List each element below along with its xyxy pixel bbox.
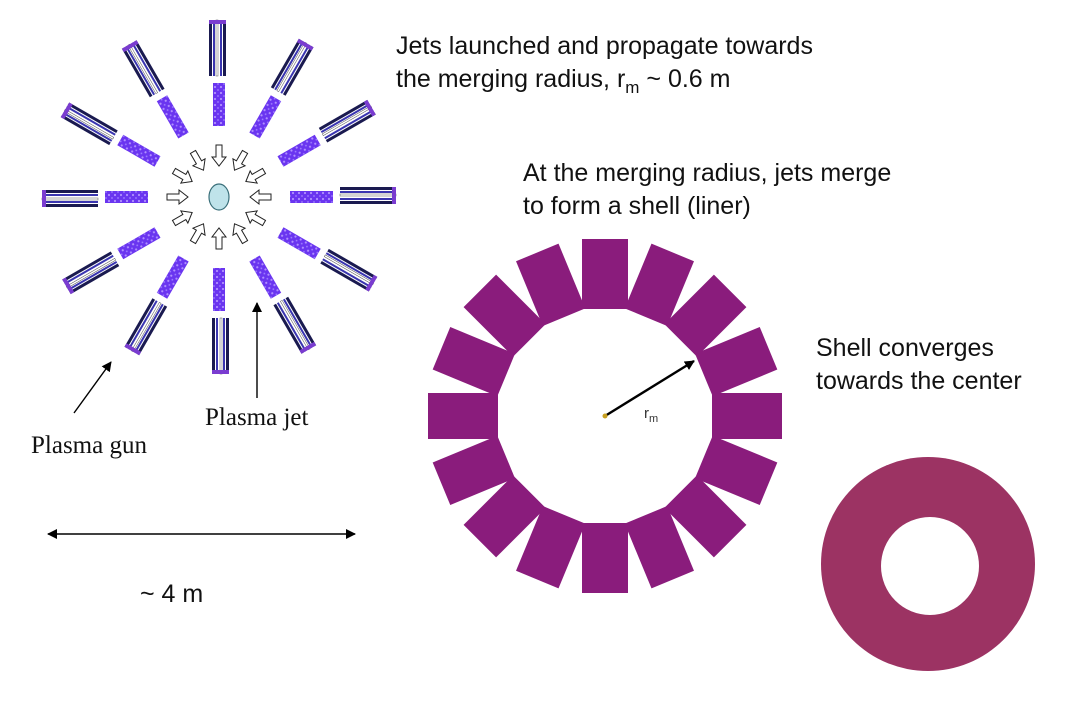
plasma-gun — [121, 40, 165, 98]
plasma-jet — [249, 255, 282, 299]
plasma-jet — [156, 255, 189, 299]
plasma-gun — [318, 99, 376, 143]
liner-segment — [432, 327, 515, 397]
plasma-gun-unit — [62, 210, 193, 295]
plasma-jet-label: Plasma jet — [205, 404, 309, 431]
shell-caption-line2: towards the center — [816, 367, 1022, 395]
plasma-gun — [62, 251, 120, 295]
liner-segment — [624, 506, 694, 589]
ring-center-dot — [602, 413, 608, 419]
liner-segment — [432, 435, 515, 505]
plasma-gun-unit — [232, 38, 314, 171]
inward-flow-arrow — [210, 144, 228, 167]
plasma-jet — [277, 134, 321, 167]
plasma-gun-unit — [232, 223, 317, 354]
inward-flow-arrow — [232, 149, 249, 171]
jets-caption-line2: the merging radius, rm ~ 0.6 m — [396, 65, 731, 97]
plasma-gun — [60, 102, 118, 146]
liner-segment — [582, 239, 628, 309]
plasma-gun — [339, 187, 397, 204]
inward-flow-arrow — [210, 227, 228, 250]
merge-caption: At the merging radius, jets merge to for… — [523, 157, 891, 223]
plasma-gun-pointer — [73, 361, 112, 414]
inward-flow-arrow — [189, 223, 206, 245]
plasma-gun — [273, 296, 317, 354]
inward-flow-arrow — [171, 167, 193, 184]
merge-caption-line1: At the merging radius, jets merge — [523, 159, 892, 187]
plasma-gun-unit — [209, 19, 228, 167]
plasma-gun-unit — [245, 210, 378, 292]
liner-segment — [695, 327, 778, 397]
plasma-gun-unit — [121, 40, 206, 171]
inward-flow-arrow — [171, 210, 193, 227]
inward-flow-arrow — [249, 188, 272, 206]
plasma-gun-label: Plasma gun — [31, 432, 147, 459]
inward-flow-arrow — [232, 223, 249, 245]
plasma-gun — [270, 38, 314, 96]
shell-hollow-center — [881, 517, 979, 615]
liner-segment — [516, 506, 586, 589]
jets-caption-line1: Jets launched and propagate towards — [396, 32, 813, 60]
plasma-jet — [105, 191, 148, 203]
plasma-gun-unit — [245, 99, 376, 184]
plasma-jet — [290, 191, 333, 203]
plasma-gun-unit — [124, 223, 206, 356]
plasma-jet — [213, 83, 225, 126]
liner-segment — [624, 243, 694, 326]
plasma-jet — [249, 95, 282, 139]
liner-segment — [463, 274, 546, 357]
inward-flow-arrow — [245, 167, 267, 184]
inward-flow-arrow — [245, 210, 267, 227]
rm-label: rm — [644, 405, 658, 425]
central-target — [208, 183, 230, 211]
plasma-gun-unit — [60, 102, 193, 184]
plasma-gun-unit — [249, 187, 397, 206]
plasma-jet — [117, 134, 161, 167]
liner-segment — [695, 435, 778, 505]
plasma-jet — [213, 268, 225, 311]
inward-flow-arrow — [166, 188, 189, 206]
plasma-gun-unit — [41, 188, 189, 207]
jets-caption: Jets launched and propagate towards the … — [396, 30, 813, 98]
merge-caption-line2: to form a shell (liner) — [523, 192, 751, 220]
liner-segment — [463, 475, 546, 558]
plasma-gun-array — [41, 19, 397, 375]
plasma-jet — [117, 227, 161, 260]
plasma-gun — [209, 19, 226, 77]
plasma-gun-unit — [210, 227, 229, 375]
liner-segment — [712, 393, 782, 439]
liner-segment — [516, 243, 586, 326]
merging-radius-arrow — [604, 359, 695, 418]
liner-segment — [664, 274, 747, 357]
plasma-gun — [320, 248, 378, 292]
plasma-gun — [212, 317, 229, 375]
plasma-jet — [156, 95, 189, 139]
plasma-gun — [41, 190, 99, 207]
liner-segment — [664, 475, 747, 558]
scale-label: ~ 4 m — [140, 580, 204, 608]
shell-caption-line1: Shell converges — [816, 334, 994, 362]
inward-flow-arrow — [189, 149, 206, 171]
liner-segment — [582, 523, 628, 593]
plasma-jet — [277, 227, 321, 260]
merging-segment-ring — [428, 239, 782, 593]
liner-segment — [428, 393, 498, 439]
shell-caption: Shell converges towards the center — [816, 332, 1022, 398]
plasma-gun — [124, 298, 168, 356]
